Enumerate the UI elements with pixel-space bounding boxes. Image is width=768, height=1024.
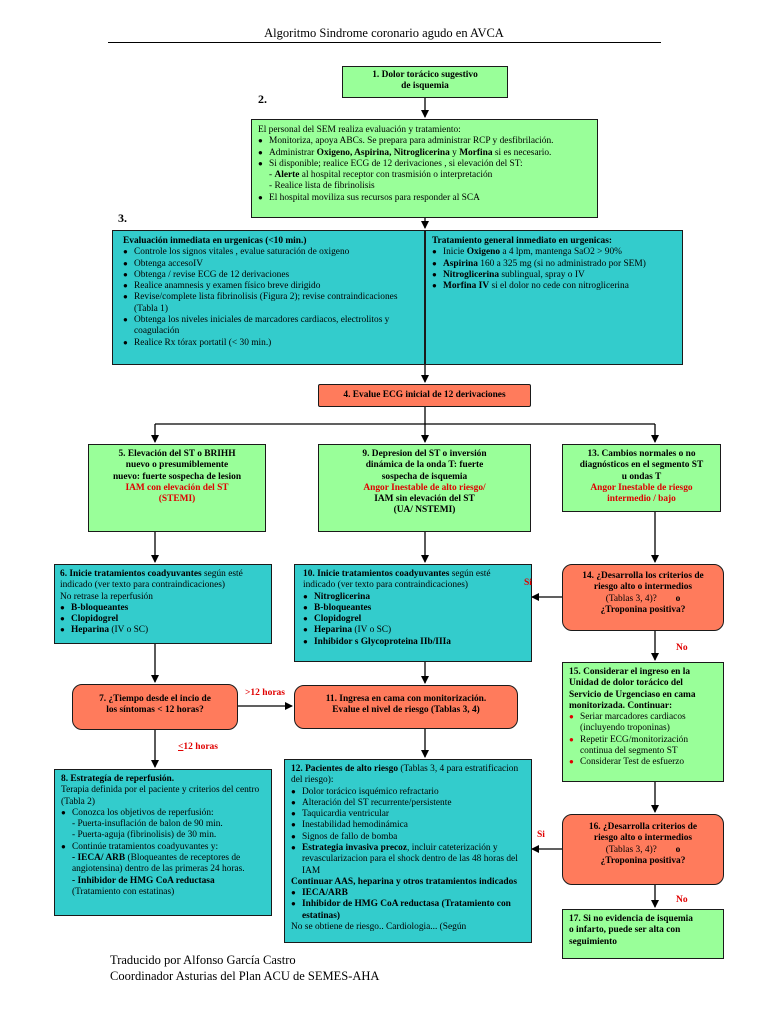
box-12-item: IECA/ARB	[291, 888, 525, 899]
box-3a-heading: Evaluación inmediata en urgenicas (<10 m…	[123, 236, 307, 246]
box-2-sub: - Realice lista de fibrinolisis	[269, 181, 375, 192]
box-12-item: Inestabilidad hemodinámica	[291, 820, 525, 831]
box-3b-heading: Tratamiento general inmediato en urgenic…	[432, 236, 613, 246]
label-no-14: No	[676, 643, 688, 653]
box-2-sem-evaluacion: El personal del SEM realiza evaluación y…	[251, 119, 598, 218]
title-underline	[108, 42, 661, 43]
box-3-tratamiento-general: Tratamiento general inmediato en urgenic…	[425, 230, 683, 365]
box-13-cambios-normales: 13. Cambios normales o no diagnósticos e…	[562, 444, 721, 512]
box-3a-item: Controle los signos vitales , evalue sat…	[123, 247, 418, 258]
box-3a-item: Realice anamnesis y examen físico breve …	[123, 281, 418, 292]
box-10-item: Inhibidor s Glycoproteina IIb/IIIa	[303, 637, 523, 648]
box-10-item: Clopidogrel	[303, 614, 523, 625]
box-12-item: Dolor torácico isquémico refractario	[291, 787, 525, 798]
box-3b-item: Inicie Oxigeno a 4 lpm, mantenga SaO2 > …	[432, 247, 676, 258]
box-10-tratamientos-coadyuvantes: 10. Inicie tratamientos coadyuvantes seg…	[294, 564, 532, 662]
box-12-item: Estrategia invasiva precoz, incluir cate…	[291, 843, 525, 877]
box-12-pacientes-alto-riesgo: 12. Pacientes de alto riesgo (Tablas 3, …	[284, 759, 532, 943]
box-10-item: Heparina (IV o SC)	[303, 625, 523, 636]
box-4-evalue-ecg: 4. Evalue ECG inicial de 12 derivaciones	[318, 384, 531, 407]
box-3a-item: Realice Rx tórax portatil (< 30 min.)	[123, 338, 418, 349]
footer-credits: Traducido por Alfonso García Castro Coor…	[110, 952, 379, 984]
box-8-estrategia-reperfusion: 8. Estrategía de reperfusión. Terapia de…	[54, 769, 272, 916]
box-1-line: de isquemia	[401, 81, 449, 92]
box-15-item: Repetir ECG/monitorización continua del …	[569, 735, 717, 758]
box-14-criterios-riesgo: 14. ¿Desarrolla los criterios de riesgo …	[562, 564, 724, 631]
box-10-item: Nitroglicerina	[303, 592, 523, 603]
page-title: Algoritmo Sindrome coronario agudo en AV…	[264, 26, 504, 40]
label-menos-12-horas: <12 horas	[178, 742, 218, 752]
box-6-item: Clopidogrel	[60, 614, 266, 625]
footer-line: Traducido por Alfonso García Castro	[110, 953, 296, 967]
box-6-tratamientos-coadyuvantes: 6. Inicie tratamientos coadyuvantes segú…	[54, 564, 272, 644]
box-7-tiempo-sintomas: 7. ¿Tiempo desde el incio de los síntoma…	[72, 684, 238, 730]
box-9-depresion-st: 9. Depresion del ST o inversión dinámica…	[318, 444, 531, 532]
label-si-16: Si	[537, 830, 545, 840]
box-2-bullet: Monitoriza, apoya ABCs. Se prepara para …	[258, 136, 591, 147]
box-12-item: Inhibidor de HMG CoA reductasa (Tratamie…	[291, 899, 525, 922]
box-12-item: Alteración del ST recurrente/persistente	[291, 798, 525, 809]
box-2-intro: El personal del SEM realiza evaluación y…	[258, 125, 461, 135]
box-15-item: Seriar marcadores cardiacos (incluyendo …	[569, 712, 717, 735]
box-2-bullet: Administrar Oxigeno, Aspirina, Nitroglic…	[258, 148, 591, 159]
box-8-bullet: Conozca los objetivos de reperfusión:	[61, 808, 265, 819]
box-3-evaluacion-inmediata: Evaluación inmediata en urgenicas (<10 m…	[112, 230, 425, 365]
box-3b-item: Aspirina 160 a 325 mg (si no administrad…	[432, 259, 676, 270]
box-1-dolor-toracico: 1. Dolor torácico sugestivo de isquemia	[342, 66, 508, 98]
box-12-item: Taquicardia ventricular	[291, 809, 525, 820]
box-2-bullet: El hospital moviliza sus recursos para r…	[258, 193, 591, 204]
box-11-ingreso-monitorizacion: 11. Ingresa en cama con monitorización. …	[294, 685, 518, 729]
box-6-item: Heparina (IV o SC)	[60, 625, 266, 636]
box-16-criterios-riesgo: 16. ¿Desarrolla criterios de riesgo alto…	[562, 814, 724, 885]
box-17-alta-seguimiento: 17. Si no evidencia de isquemia o infart…	[562, 909, 724, 959]
footer-line: Coordinador Asturias del Plan ACU de SEM…	[110, 969, 380, 983]
box-3b-item: Morfina IV si el dolor no cede con nitro…	[432, 281, 676, 292]
box-2-bullet: Si disponible; realice ECG de 12 derivac…	[258, 159, 591, 170]
box-6-heading: 6. Inicie tratamientos coadyuvantes segú…	[60, 569, 243, 591]
label-no-16: No	[676, 895, 688, 905]
box-1-line: 1. Dolor torácico sugestivo	[372, 70, 478, 80]
box-12-item: Signos de fallo de bomba	[291, 832, 525, 843]
label-mas-12-horas: >12 horas	[245, 688, 285, 698]
box-5-elevacion-st: 5. Elevación del ST o BRIHH nuevo o pres…	[88, 444, 266, 532]
box-10-heading: 10. Inicie tratamientos coadyuvantes seg…	[303, 569, 491, 591]
box-3a-item: Obtenga los niveles iniciales de marcado…	[123, 315, 418, 338]
box-15-unidad-dolor-toracico: 15. Considerar el ingreso en la Unidad d…	[562, 662, 724, 782]
box-3a-item: Obtenga / revise ECG de 12 derivaciones	[123, 270, 418, 281]
box-10-item: B-bloqueantes	[303, 603, 523, 614]
box-3a-item: Obtenga accesoIV	[123, 259, 418, 270]
box-2-sub: - Alerte al hospital receptor con trasmi…	[269, 170, 493, 181]
label-si-14: Si	[524, 578, 532, 588]
step-number-2: 2.	[258, 92, 267, 106]
box-6-line: No retrase la reperfusión	[60, 591, 153, 602]
box-3a-item: Revise/complete lista fibrinolisis (Figu…	[123, 292, 418, 315]
box-6-item: B-bloqueantes	[60, 603, 266, 614]
step-number-3: 3.	[118, 211, 127, 225]
box-8-bullet: Continúe tratamientos coadyuvantes y:	[61, 842, 265, 853]
box-15-item: Considerar Test de esfuerzo	[569, 757, 717, 768]
box-3b-item: Nitroglicerina sublingual, spray o IV	[432, 270, 676, 281]
